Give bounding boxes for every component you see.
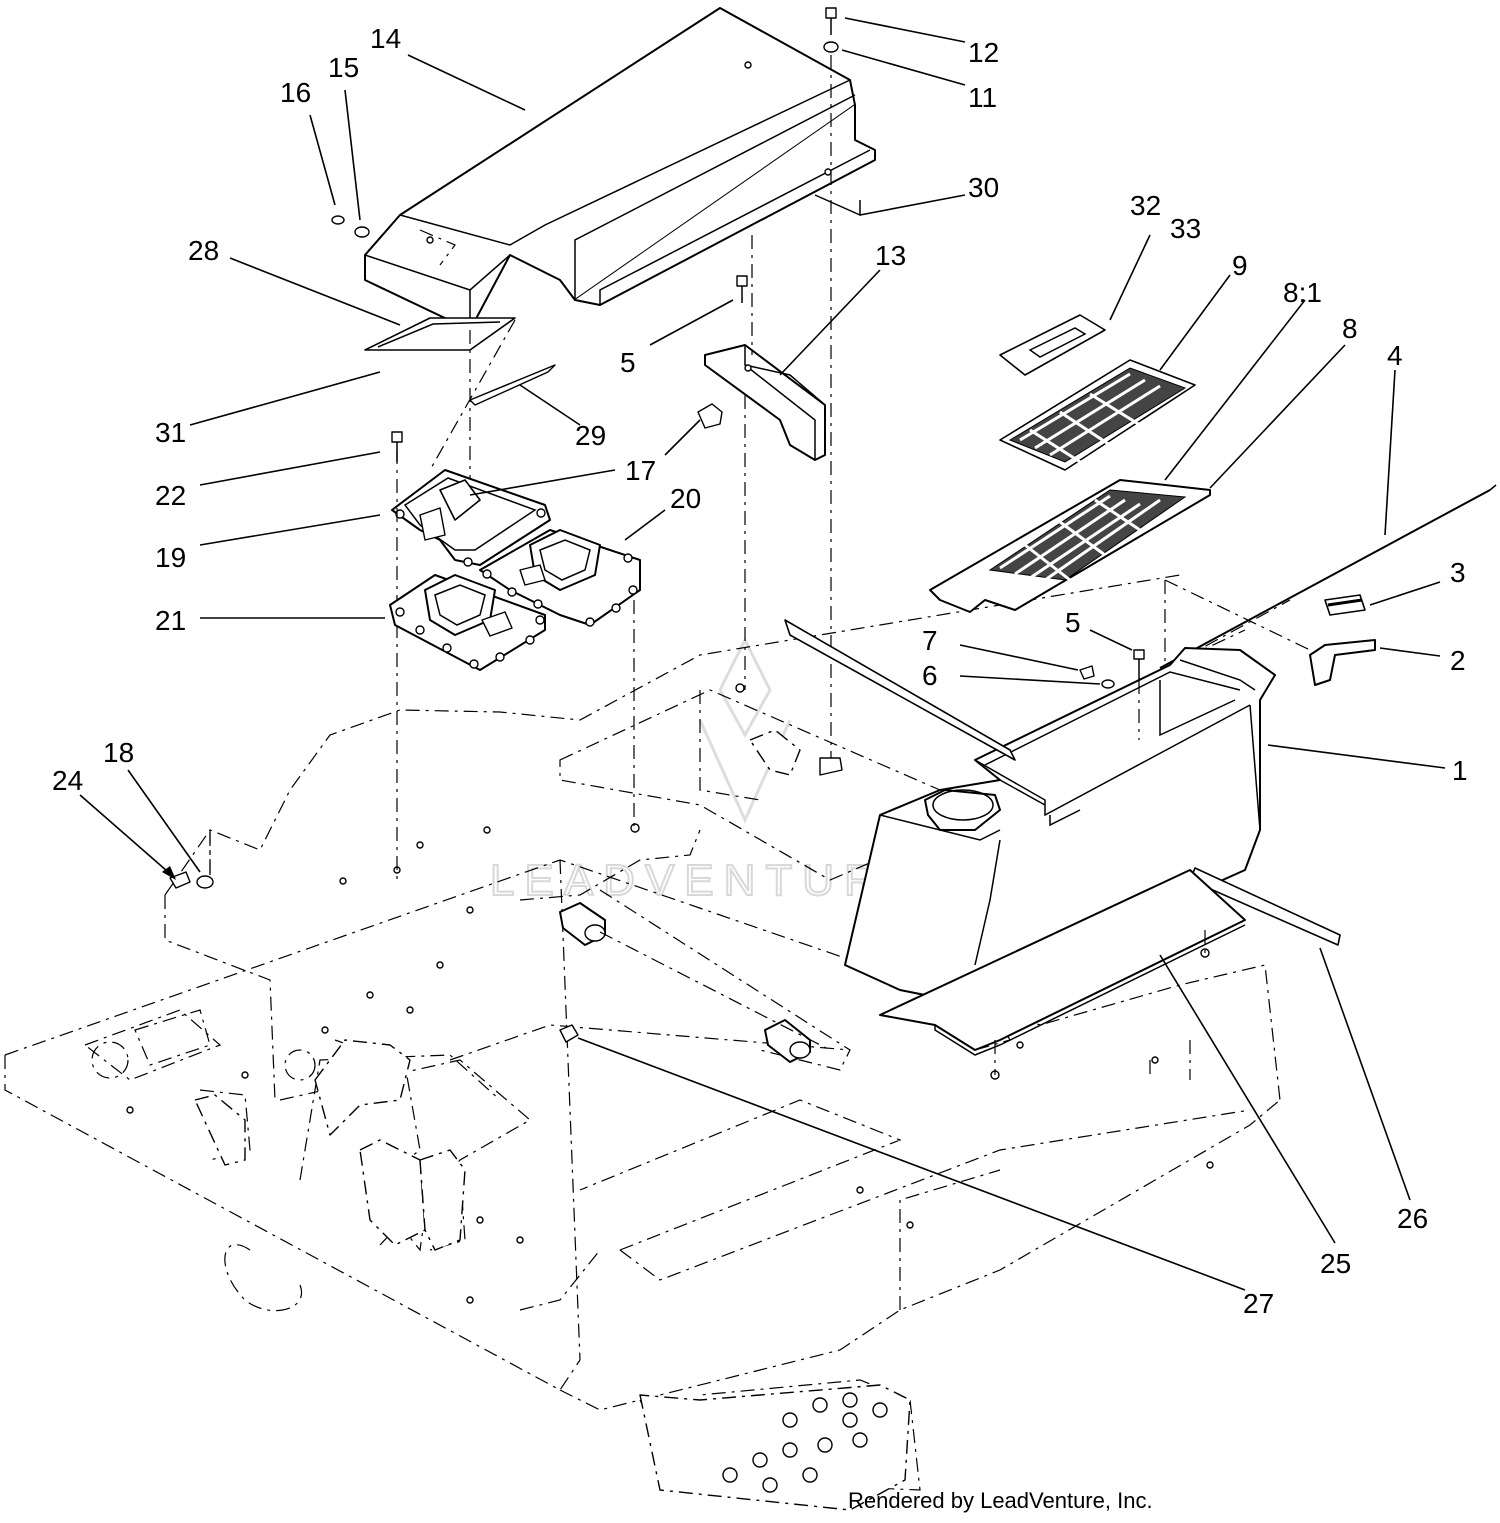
hardware-22 <box>391 431 403 462</box>
part-3-clip <box>1324 594 1366 616</box>
callout-13: 13 <box>875 240 906 271</box>
callout-27: 27 <box>1243 1288 1274 1319</box>
hardware-7 <box>1079 665 1095 680</box>
callout-14: 14 <box>370 23 401 54</box>
callout-4: 4 <box>1387 340 1403 371</box>
part-32-decal <box>999 314 1106 376</box>
callout-32: 32 <box>1130 190 1161 221</box>
part-8-plate <box>929 479 1211 613</box>
callout-20: 20 <box>670 483 701 514</box>
part-19-housing <box>391 450 551 880</box>
callout-19: 19 <box>155 542 186 573</box>
callout-29: 29 <box>575 420 606 451</box>
step-plate <box>639 1384 911 1511</box>
callout-5-lower: 5 <box>1065 607 1081 638</box>
callout-21: 21 <box>155 605 186 636</box>
hardware-12-11 <box>819 7 843 776</box>
callout-24: 24 <box>52 765 83 796</box>
callout-8-1: 8:1 <box>1283 277 1322 308</box>
hardware-16-15 <box>331 215 370 238</box>
callout-5-upper: 5 <box>620 347 636 378</box>
callout-7: 7 <box>922 625 938 656</box>
part-26-bar <box>784 619 1341 946</box>
callout-33: 33 <box>1170 213 1201 244</box>
callout-8: 8 <box>1342 313 1358 344</box>
part-20-module <box>479 529 641 830</box>
part-2-bracket <box>1309 639 1376 686</box>
hardware-18-24 <box>169 830 214 889</box>
callout-6: 6 <box>922 660 938 691</box>
callout-16: 16 <box>280 77 311 108</box>
chassis-holes <box>126 683 1214 1304</box>
part-13-bracket <box>704 235 826 690</box>
callout-18: 18 <box>103 737 134 768</box>
watermark: LEADVENTURE <box>489 636 916 906</box>
hardware-5-upper <box>736 275 748 303</box>
part-4-rod <box>1159 484 1497 669</box>
part-17-clip <box>697 403 723 429</box>
frame-front-brackets <box>194 729 801 1251</box>
render-credit: Rendered by LeadVenture, Inc. <box>848 1488 1153 1513</box>
part-25-plate <box>879 869 1246 1075</box>
callout-3: 3 <box>1450 557 1466 588</box>
part-27-pin <box>559 1024 579 1043</box>
callout-12: 12 <box>968 37 999 68</box>
bushings <box>559 902 831 1063</box>
callout-15: 15 <box>328 52 359 83</box>
callout-1: 1 <box>1452 755 1468 786</box>
hardware-6 <box>1101 679 1115 689</box>
callout-22: 22 <box>155 480 186 511</box>
callout-17: 17 <box>625 455 656 486</box>
hardware-5-lower <box>1133 649 1145 740</box>
part-1-console <box>844 579 1311 1001</box>
callout-26: 26 <box>1397 1203 1428 1234</box>
part-28-31-gasket <box>364 317 556 480</box>
callout-31: 31 <box>155 417 186 448</box>
part-21-module <box>389 574 546 671</box>
callout-11: 11 <box>968 82 997 113</box>
callout-9: 9 <box>1232 250 1248 281</box>
callout-28: 28 <box>188 235 219 266</box>
callout-labels: 14 12 11 16 15 30 32 33 28 13 9 8:1 8 4 … <box>52 23 1468 1319</box>
callout-30: 30 <box>968 172 999 203</box>
callout-2: 2 <box>1450 645 1466 676</box>
callout-25: 25 <box>1320 1248 1351 1279</box>
part-9-decal <box>999 359 1196 471</box>
part-14-cover <box>364 7 876 331</box>
leader-lines <box>79 17 1446 1291</box>
